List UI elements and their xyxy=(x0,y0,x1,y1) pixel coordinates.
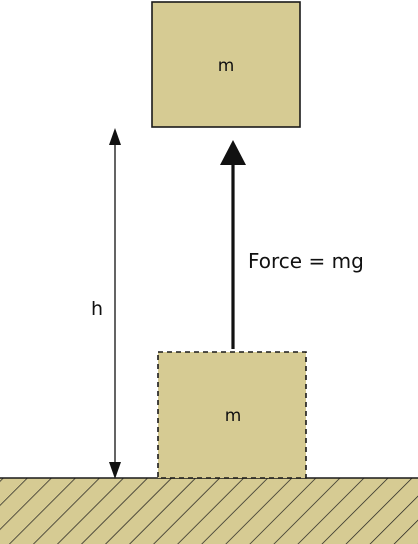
bottom-mass-label: m xyxy=(225,406,242,426)
height-label: h xyxy=(91,298,103,320)
arrowhead-up-icon xyxy=(109,128,121,145)
height-dimension xyxy=(109,128,121,479)
force-arrow xyxy=(220,140,246,349)
arrowhead-down-icon xyxy=(109,462,121,479)
top-mass-label: m xyxy=(218,56,235,76)
ground xyxy=(0,477,418,544)
top-mass-block: m xyxy=(151,1,301,128)
force-label: Force = mg xyxy=(248,249,364,273)
arrowhead-up-icon xyxy=(220,140,246,165)
bottom-mass-block: m xyxy=(157,351,307,479)
